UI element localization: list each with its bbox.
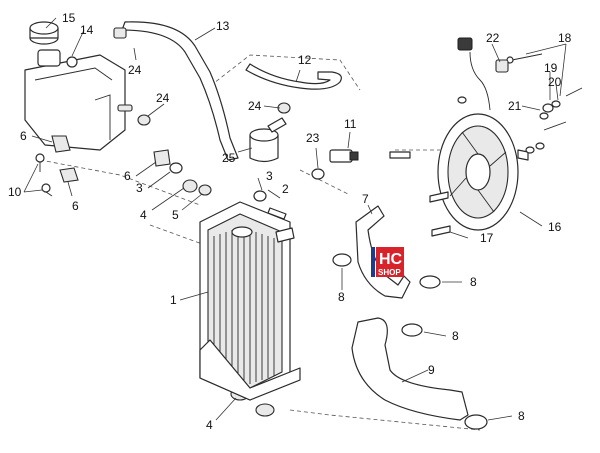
callout-7: 7 — [362, 192, 369, 206]
callout-23: 23 — [306, 131, 320, 145]
cooling-fan — [437, 37, 529, 231]
callout-13: 13 — [216, 19, 230, 33]
callout-24: 24 — [156, 91, 170, 105]
radiator-cap — [249, 117, 287, 163]
callout-24: 24 — [248, 99, 262, 113]
expansion-tank — [24, 49, 133, 151]
temperature-sensor — [329, 149, 359, 163]
callout-10: 10 — [8, 185, 22, 199]
radiator — [199, 201, 301, 401]
callout-9: 9 — [428, 363, 435, 377]
callout-3: 3 — [136, 181, 143, 195]
callout-6: 6 — [20, 129, 27, 143]
callout-labels: 1 2 3 3 4 4 5 6 6 6 7 8 8 8 8 9 10 11 12… — [8, 11, 572, 432]
callout-16: 16 — [548, 220, 562, 234]
callout-18: 18 — [558, 31, 572, 45]
callout-17: 17 — [480, 231, 494, 245]
callout-3: 3 — [266, 169, 273, 183]
callout-24: 24 — [128, 63, 142, 77]
logo-main-text: HC — [379, 251, 403, 268]
hose-clamps — [332, 253, 488, 430]
callout-6: 6 — [124, 169, 131, 183]
callout-14: 14 — [80, 23, 94, 37]
breather-hose — [245, 63, 342, 90]
callout-8: 8 — [470, 275, 477, 289]
callout-11: 11 — [344, 117, 357, 131]
callout-25: 25 — [222, 151, 236, 165]
callout-2: 2 — [282, 182, 289, 196]
callout-4: 4 — [140, 208, 147, 222]
bushing-parts — [137, 102, 291, 126]
sensor-washer — [311, 168, 325, 180]
lower-hose — [351, 317, 469, 421]
tank-cap — [29, 21, 59, 45]
callout-8: 8 — [338, 290, 345, 304]
callout-15: 15 — [62, 11, 76, 25]
callout-12: 12 — [298, 53, 312, 67]
overflow-hose — [113, 21, 239, 161]
upper-hose — [355, 205, 411, 299]
callout-6: 6 — [72, 199, 79, 213]
fan-fasteners — [389, 53, 583, 237]
callout-21: 21 — [508, 99, 522, 113]
logo-sub-text: SHOP — [378, 268, 401, 277]
callout-5: 5 — [172, 208, 179, 222]
hc-shop-logo: HC SHOP — [371, 247, 404, 277]
assembly-guide-lines — [39, 54, 481, 431]
callout-8: 8 — [518, 409, 525, 423]
callout-19: 19 — [544, 61, 558, 75]
callout-4: 4 — [206, 418, 213, 432]
callout-22: 22 — [486, 31, 500, 45]
callout-1: 1 — [170, 293, 177, 307]
callout-8: 8 — [452, 329, 459, 343]
callout-20: 20 — [548, 75, 562, 89]
leader-lines — [23, 17, 567, 421]
